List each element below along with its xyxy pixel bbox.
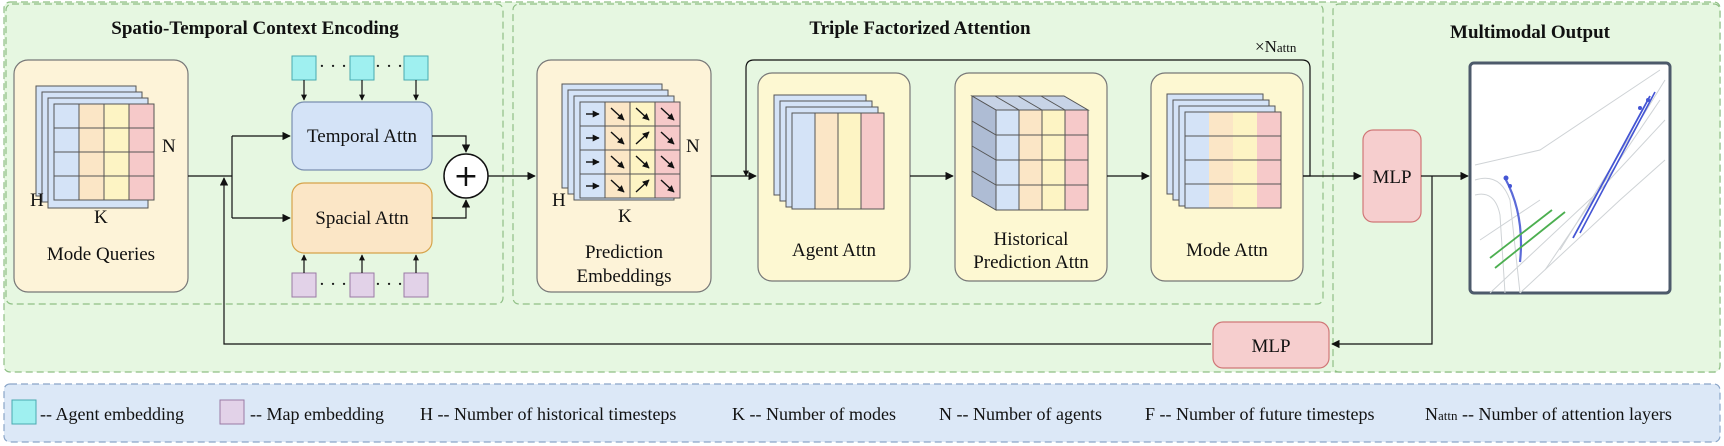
spacial-attn-label: Spacial Attn	[315, 208, 409, 229]
map-embedding-3	[403, 272, 429, 298]
legend-agent-text: -- Agent embedding	[40, 404, 184, 424]
temporal-attn-label: Temporal Attn	[307, 126, 418, 147]
encoding-title: Spatio-Temporal Context Encoding	[111, 18, 399, 39]
prediction-embeddings-label-1: Prediction	[585, 242, 664, 263]
map-embeddings-row: · · · · · ·	[291, 254, 429, 298]
legend-k-text: K -- Number of modes	[732, 404, 896, 424]
prediction-dim-k: K	[618, 206, 632, 227]
legend-map-swatch	[219, 399, 245, 425]
mode-queries-tensor	[35, 85, 155, 209]
attention-title: Triple Factorized Attention	[809, 18, 1031, 39]
legend-n-text: N -- Number of agents	[939, 404, 1102, 424]
legend-agent-swatch	[11, 399, 37, 425]
historical-attn-tensor	[970, 95, 1090, 211]
mlp-feedback-box	[1212, 321, 1330, 369]
agent-embedding-3	[403, 55, 429, 81]
agent-dots-2: · · ·	[375, 56, 403, 77]
sum-node-sign: +	[453, 159, 478, 194]
repeat-count: ×Nattn	[1255, 37, 1297, 56]
map-embedding-2	[349, 272, 375, 298]
output-arrows	[219, 171, 1469, 349]
prediction-dim-n: N	[686, 136, 700, 157]
prediction-dim-h: H	[552, 190, 566, 211]
mode-attn-label: Mode Attn	[1186, 240, 1268, 261]
map-dots-1: · · ·	[319, 274, 347, 295]
encoding-arrows	[188, 131, 536, 223]
legend-h-text: H -- Number of historical timesteps	[420, 404, 676, 424]
legend-panel	[3, 383, 1721, 443]
agent-attn-tensor	[773, 94, 885, 210]
historical-attn-label-1: Historical	[994, 229, 1069, 250]
mode-queries-label: Mode Queries	[47, 244, 155, 265]
legend-nattn-text: Nattn -- Number of attention layers	[1425, 404, 1672, 424]
mode-queries-dim-n: N	[162, 136, 176, 157]
mode-attn-tensor	[1166, 93, 1282, 209]
trajectory-visualization	[1468, 61, 1672, 295]
prediction-embeddings-label-2: Embeddings	[577, 266, 672, 287]
mlp-output-label: MLP	[1372, 167, 1411, 188]
map-embedding-1	[291, 272, 317, 298]
agent-dots-1: · · ·	[319, 56, 347, 77]
legend-f-text: F -- Number of future timesteps	[1145, 404, 1374, 424]
agent-attn-label: Agent Attn	[792, 240, 876, 261]
mode-queries-dim-h: H	[30, 190, 44, 211]
agent-embedding-1	[291, 55, 317, 81]
agent-embeddings-row: · · · · · ·	[291, 55, 429, 101]
prediction-embeddings-tensor	[561, 83, 681, 201]
map-dots-2: · · ·	[375, 274, 403, 295]
historical-attn-label-2: Prediction Attn	[973, 252, 1089, 273]
attention-arrows	[711, 59, 1362, 181]
mode-queries-dim-k: K	[94, 207, 108, 228]
output-title: Multimodal Output	[1450, 22, 1611, 43]
agent-embedding-2	[349, 55, 375, 81]
legend-map-text: -- Map embedding	[250, 404, 384, 424]
mlp-feedback-label: MLP	[1251, 336, 1290, 357]
attention-panel	[512, 3, 1324, 305]
